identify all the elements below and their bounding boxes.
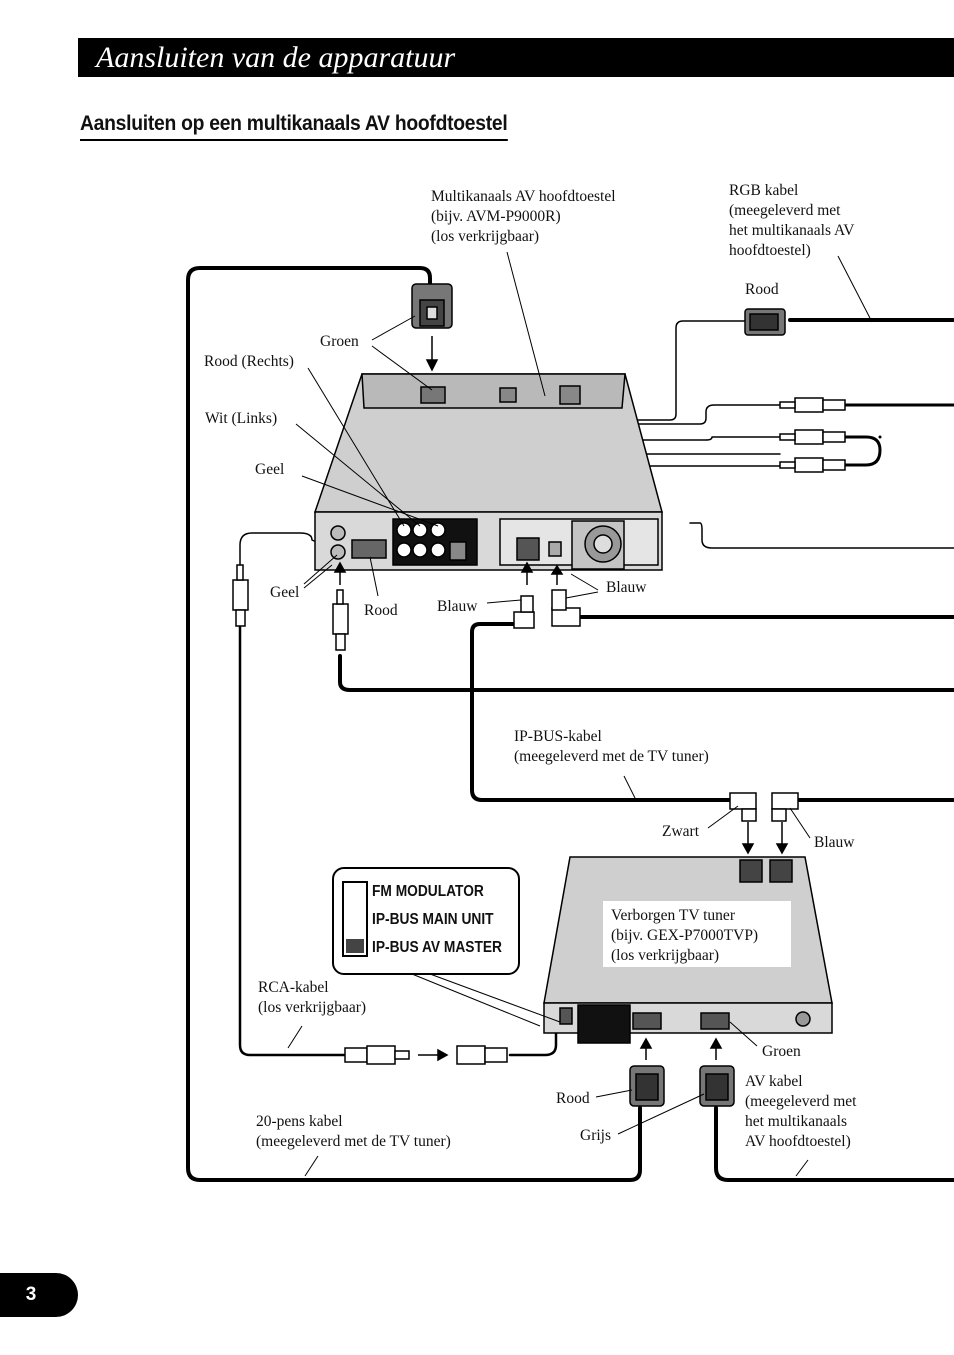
label-20pin-cable: 20-pens kabel(meegeleverd met de TV tune… [256,1113,451,1150]
connector-groen [411,283,453,329]
mode-switch [342,881,368,957]
section-title: Aansluiten op een multikanaals AV hoofdt… [80,112,508,141]
label-rood-bottom: Rood [556,1090,590,1107]
label-blauw-left: Blauw [437,598,478,615]
switch-knob [346,939,364,953]
label-rood-top: Rood [745,281,779,298]
label-blauw-tuner: Blauw [814,834,855,851]
switch-option-ipbus-av-master: IP-BUS AV MASTER [372,939,502,956]
label-ipbus-cable: IP-BUS-kabel(meegeleverd met de TV tuner… [514,728,709,765]
label-rood-rechts: Rood (Rechts) [204,353,294,370]
switch-option-ipbus-main-unit: IP-BUS MAIN UNIT [372,911,494,928]
label-rood-mid: Rood [364,602,398,619]
header-bar: Aansluiten van de apparatuur [78,38,954,77]
switch-option-fm-modulator: FM MODULATOR [372,883,484,900]
label-zwart: Zwart [662,823,700,840]
label-groen-bottom: Groen [762,1043,801,1060]
header-title: Aansluiten van de apparatuur [96,41,456,74]
label-grijs: Grijs [580,1127,611,1144]
page-number: 3 [25,1284,37,1305]
label-av-main-unit: Multikanaals AV hoofdtoestel(bijv. AVM-P… [431,188,616,245]
label-rca-cable: RCA-kabel(los verkrijgbaar) [258,979,367,1016]
label-blauw-right: Blauw [606,579,647,596]
switch-panel: FM MODULATOR IP-BUS MAIN UNIT IP-BUS AV … [332,867,520,975]
label-geel-1: Geel [255,461,285,478]
tv-tuner-label-box [603,901,791,967]
av-main-unit [313,373,663,571]
label-geel-2: Geel [270,584,300,601]
label-tv-tuner: Verborgen TV tuner(bijv. GEX-P7000TVP)(l… [611,907,759,964]
label-wit-links: Wit (Links) [205,410,278,427]
label-groen-top: Groen [320,333,359,350]
page-number-tab: 3 [0,1273,78,1317]
